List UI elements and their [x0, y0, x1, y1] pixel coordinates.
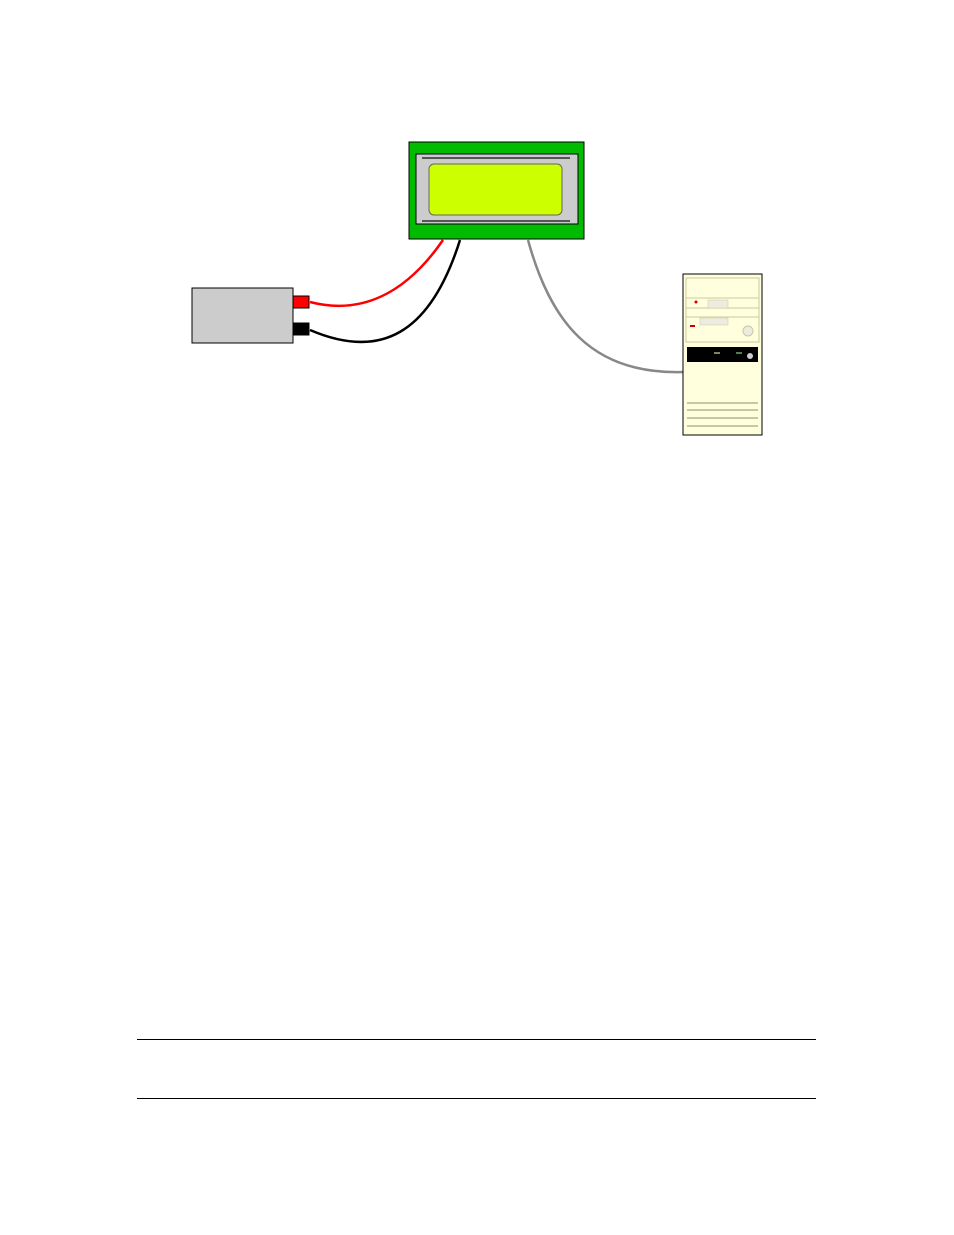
positive-wire — [310, 240, 443, 306]
tower-power-led-icon — [695, 301, 698, 304]
negative-wire — [310, 240, 460, 342]
computer-tower — [683, 274, 762, 435]
positive-terminal — [293, 296, 309, 308]
tower-bay-slot — [708, 300, 728, 308]
footer-top-rule — [137, 1039, 816, 1040]
data-cable — [528, 240, 683, 372]
power-supply-box — [192, 288, 293, 343]
tower-drive-bay — [687, 347, 758, 362]
lcd-screen — [429, 164, 562, 215]
tower-power-button-icon — [743, 326, 753, 336]
power-supply — [192, 288, 309, 343]
tower-activity-led-icon — [690, 325, 695, 327]
tower-eject-button-icon — [747, 353, 753, 359]
footer-bottom-rule — [137, 1098, 816, 1099]
tower-bay-slot — [700, 318, 728, 325]
negative-terminal — [293, 323, 309, 335]
lcd-module — [409, 142, 584, 239]
